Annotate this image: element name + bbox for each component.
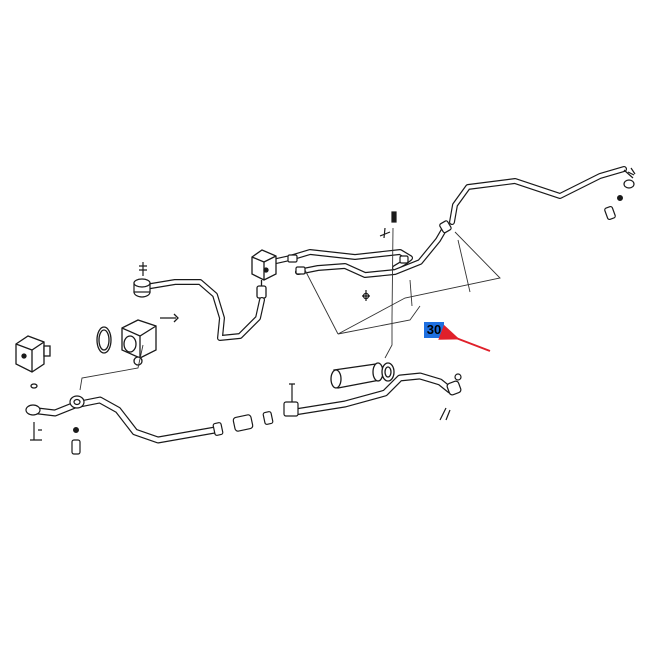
hydraulic-pump: [96, 313, 179, 366]
part-number-label[interactable]: 30: [426, 322, 442, 337]
filter-canister: [330, 362, 395, 389]
pipe-end-fitting-right: [604, 167, 636, 221]
left-manifold-block: [15, 335, 51, 389]
lower-pipe-fittings: [25, 373, 462, 455]
callout-leader-lines: [79, 227, 501, 391]
valve-block: [251, 249, 277, 299]
return-pipe-small: [142, 279, 265, 341]
upper-return-pipe: [449, 166, 627, 225]
lower-supply-pipe: [26, 372, 454, 444]
callout-arrow: [438, 324, 491, 352]
cap-fitting-left: [133, 262, 151, 298]
middle-fittings: [287, 211, 452, 301]
